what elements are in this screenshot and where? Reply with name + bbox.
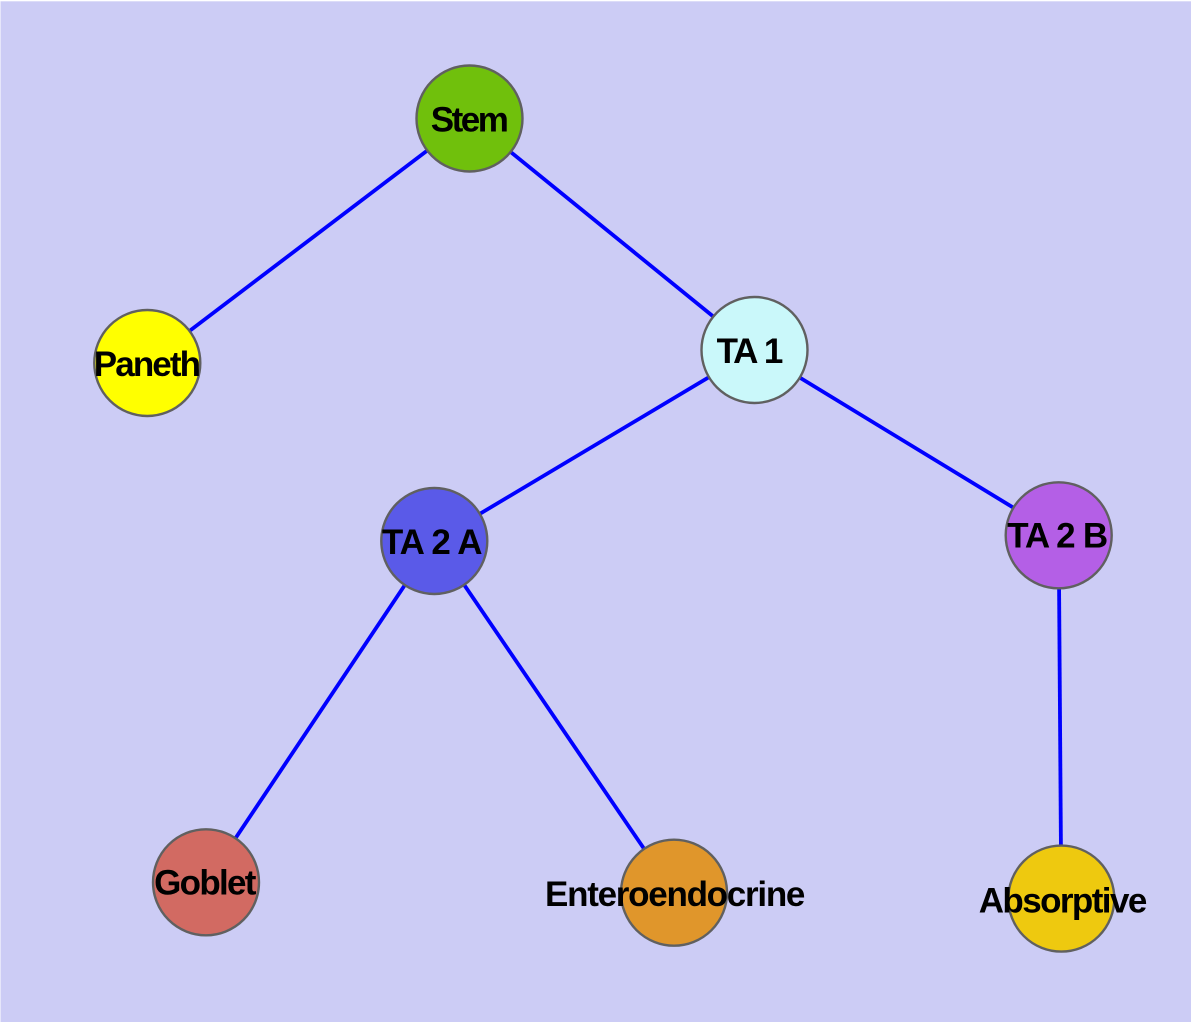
svg-text:Goblet: Goblet	[154, 864, 257, 903]
svg-text:TA 2 A: TA 2 A	[382, 523, 483, 562]
svg-text:TA 1: TA 1	[717, 332, 784, 371]
svg-text:Enteroendocrine: Enteroendocrine	[545, 875, 805, 914]
svg-text:TA 2 B: TA 2 B	[1007, 517, 1108, 556]
svg-text:Stem: Stem	[431, 101, 509, 140]
svg-text:Paneth: Paneth	[94, 345, 201, 384]
svg-text:Absorptive: Absorptive	[979, 882, 1148, 921]
